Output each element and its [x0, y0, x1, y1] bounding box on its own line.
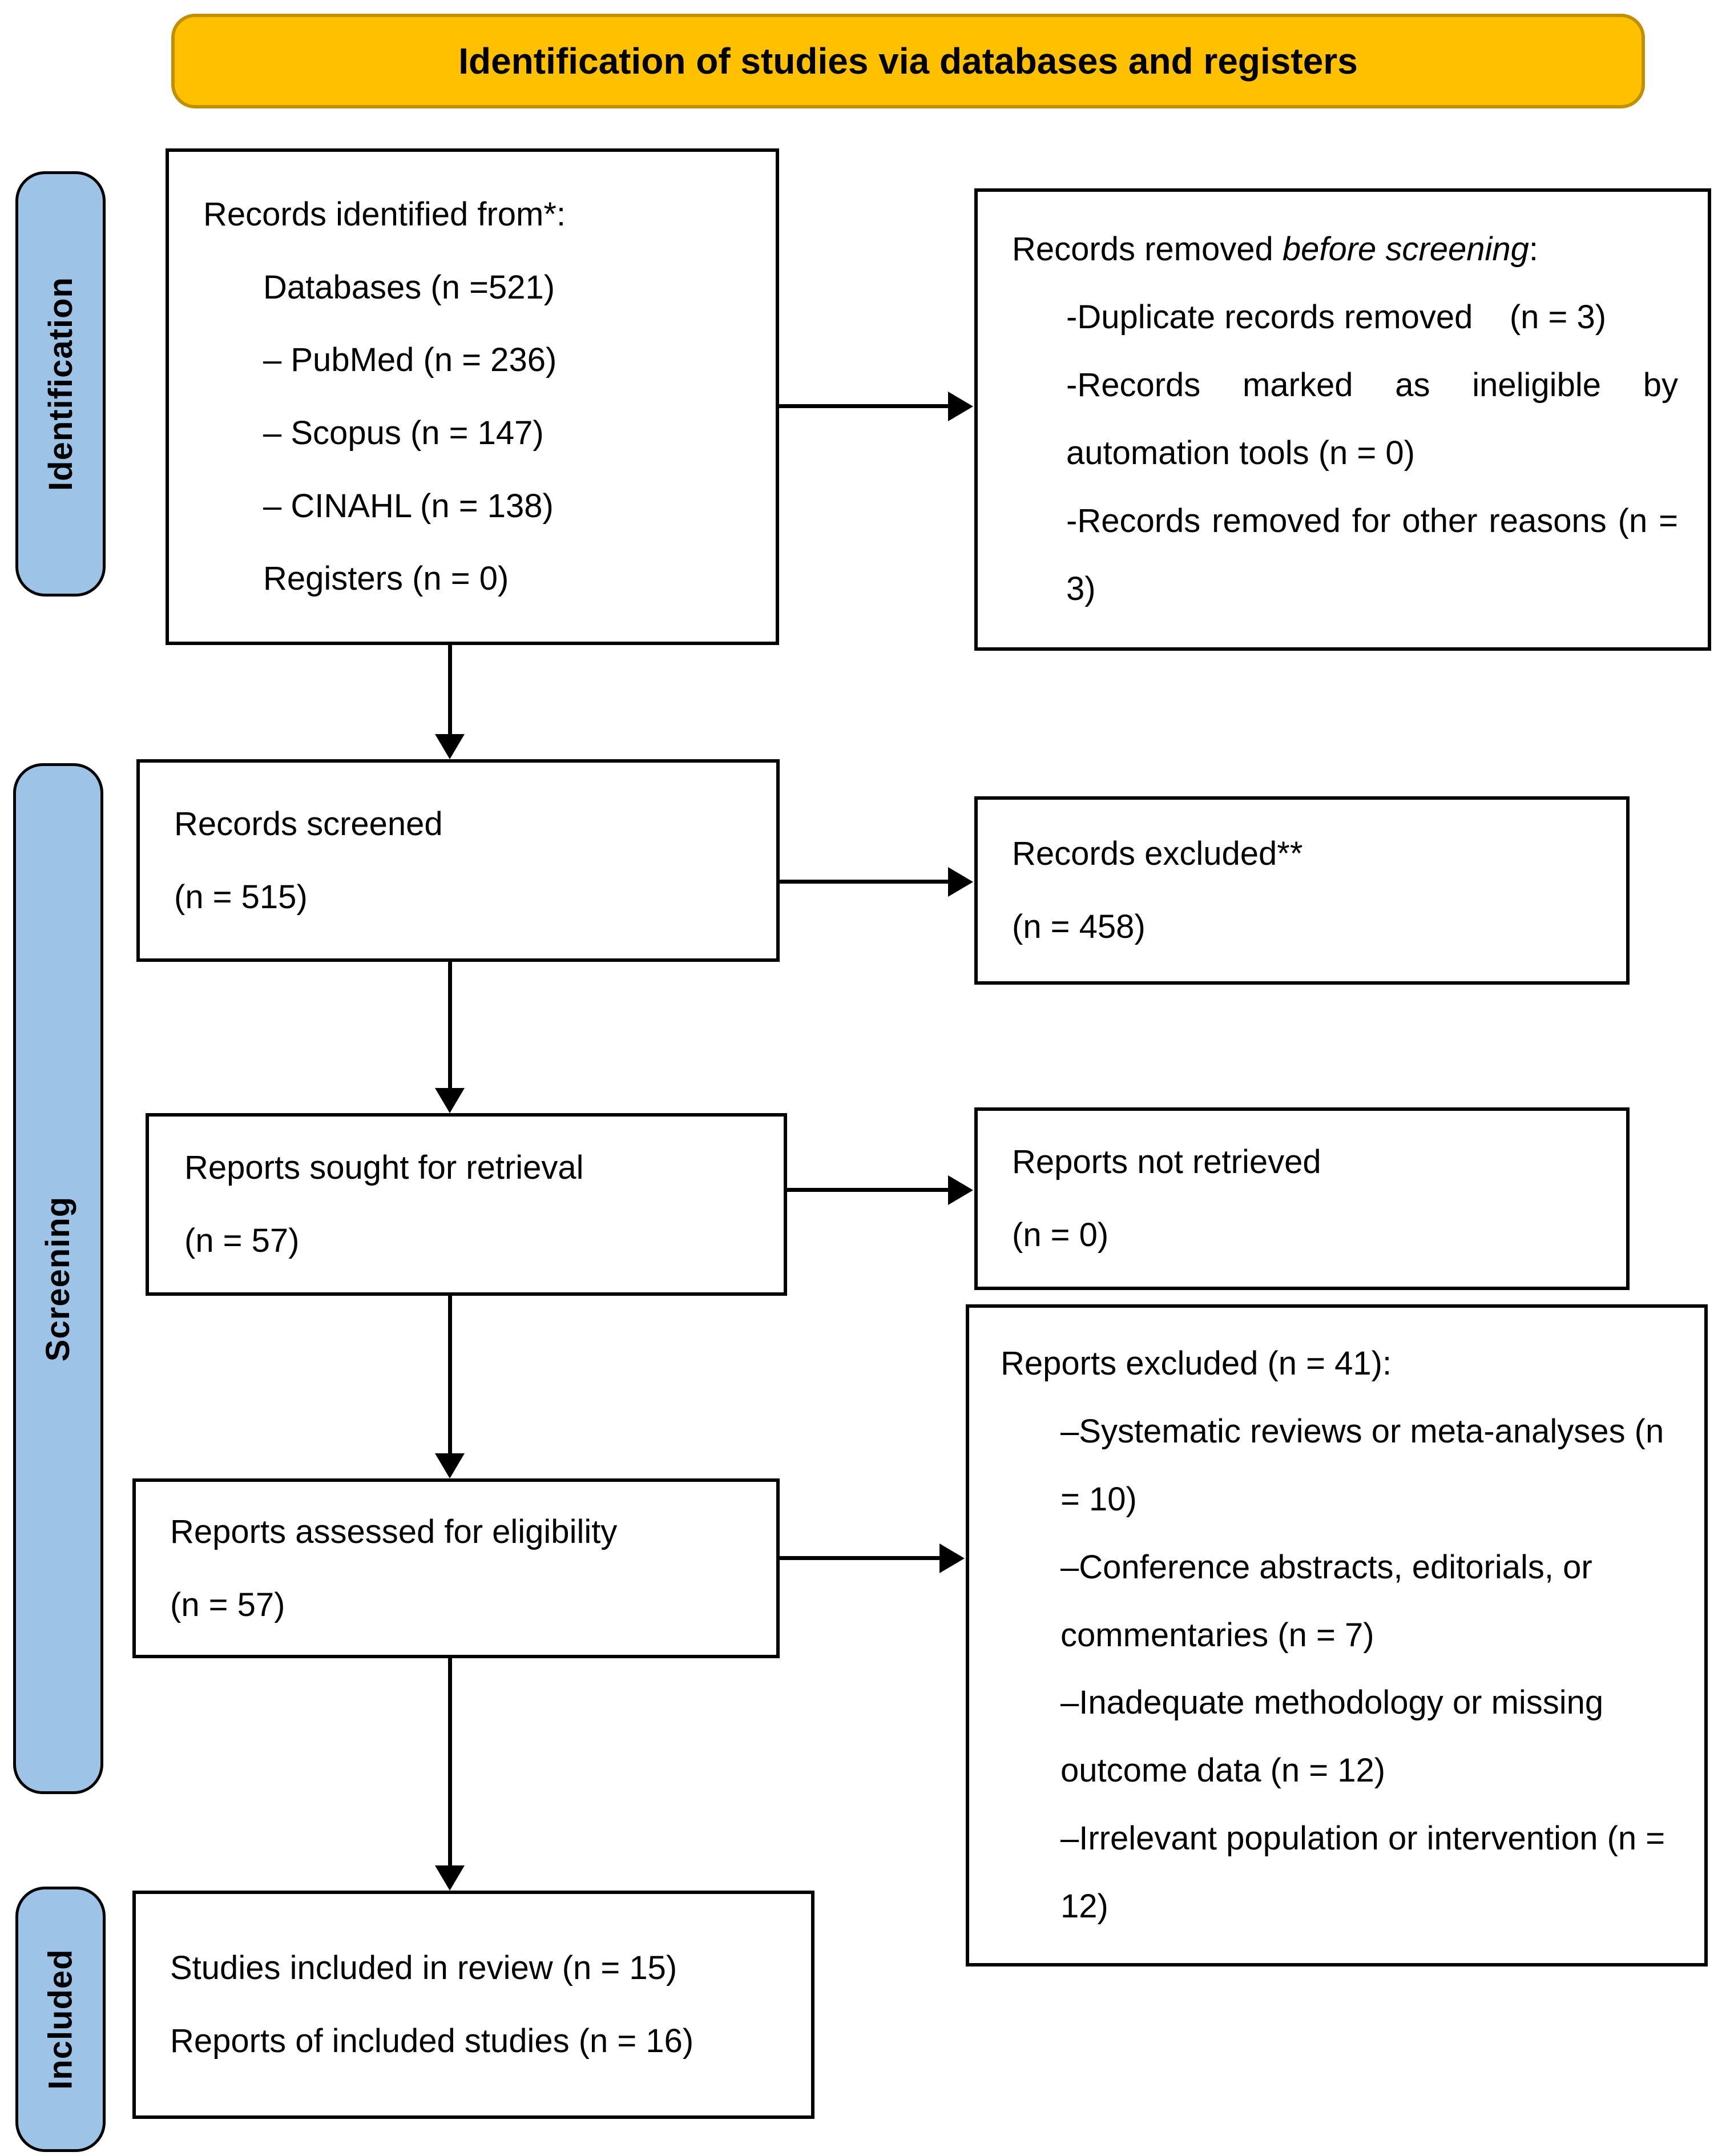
records-removed-title: Records removed before screening: — [1012, 216, 1678, 284]
records-removed-title-italic: before screening — [1282, 231, 1529, 268]
box-records-identified: Records identified from*: Databases (n =… — [166, 148, 779, 645]
box-reports-assessed: Reports assessed for eligibility (n = 57… — [132, 1478, 780, 1658]
arrow-identified-to-removed-line — [778, 404, 950, 408]
records-identified-databases: Databases (n =521) — [263, 268, 555, 306]
records-identified-pubmed: – PubMed (n = 236) — [263, 341, 557, 379]
reports-excluded-inadequate-methodology: –Inadequate methodology or missing outco… — [1060, 1684, 1604, 1790]
reports-of-included-studies: Reports of included studies (n = 16) — [170, 2022, 694, 2060]
arrow-assessed-to-reports-excluded-head-icon — [939, 1544, 965, 1573]
stage-label-identification: Identification — [15, 171, 106, 597]
reports-excluded-conference-abstracts: –Conference abstracts, editorials, or co… — [1060, 1548, 1592, 1654]
box-reports-sought: Reports sought for retrieval (n = 57) — [146, 1113, 787, 1296]
stage-label-included: Included — [15, 1887, 106, 2152]
arrow-assessed-to-reports-excluded-line — [779, 1556, 941, 1560]
box-records-excluded: Records excluded** (n = 458) — [974, 796, 1630, 985]
reports-sought-label: Reports sought for retrieval — [184, 1149, 584, 1187]
arrow-sought-to-assessed-line — [448, 1296, 452, 1454]
records-removed-automation: -Records marked as ineligible by automat… — [1066, 366, 1678, 472]
records-excluded-count: (n = 458) — [1012, 908, 1146, 945]
records-identified-registers: Registers (n = 0) — [263, 560, 509, 598]
records-removed-title-suffix: : — [1529, 231, 1539, 268]
box-records-screened: Records screened (n = 515) — [136, 759, 780, 962]
arrow-screened-to-excluded-line — [779, 880, 949, 884]
arrow-sought-to-not-retrieved-line — [786, 1188, 949, 1192]
reports-assessed-label: Reports assessed for eligibility — [170, 1513, 618, 1550]
arrow-sought-to-not-retrieved-head-icon — [948, 1175, 973, 1205]
box-studies-included: Studies included in review (n = 15) Repo… — [132, 1891, 814, 2119]
reports-sought-count: (n = 57) — [184, 1222, 300, 1259]
reports-excluded-title: Reports excluded (n = 41): — [1001, 1344, 1392, 1382]
reports-excluded-systematic-reviews: –Systematic reviews or meta-analyses (n … — [1060, 1412, 1664, 1518]
arrow-screened-to-sought-head-icon — [435, 1088, 465, 1113]
box-reports-not-retrieved: Reports not retrieved (n = 0) — [974, 1107, 1630, 1290]
arrow-screened-to-sought-line — [448, 962, 452, 1089]
reports-assessed-count: (n = 57) — [170, 1586, 285, 1623]
box-records-removed: Records removed before screening: -Dupli… — [974, 188, 1711, 651]
arrow-identified-to-removed-head-icon — [948, 392, 973, 421]
reports-not-retrieved-label: Reports not retrieved — [1012, 1143, 1321, 1181]
records-screened-label: Records screened — [174, 805, 443, 843]
records-identified-title: Records identified from*: — [203, 196, 566, 233]
arrow-identified-to-screened-head-icon — [435, 734, 465, 759]
arrow-assessed-to-included-line — [448, 1658, 452, 1867]
stage-label-identification-text: Identification — [42, 277, 79, 491]
records-removed-title-prefix: Records removed — [1012, 231, 1283, 268]
reports-not-retrieved-count: (n = 0) — [1012, 1216, 1109, 1254]
records-removed-duplicates: -Duplicate records removed (n = 3) — [1066, 299, 1607, 336]
banner-identification-via-databases: Identification of studies via databases … — [171, 14, 1645, 108]
records-removed-other: -Records removed for other reasons (n = … — [1066, 502, 1678, 607]
records-identified-cinahl: – CINAHL (n = 138) — [263, 487, 554, 525]
banner-title: Identification of studies via databases … — [458, 41, 1358, 82]
arrow-sought-to-assessed-head-icon — [435, 1453, 465, 1478]
records-excluded-label: Records excluded** — [1012, 835, 1303, 873]
arrow-identified-to-screened-line — [448, 645, 452, 735]
stage-label-included-text: Included — [42, 1949, 79, 2090]
arrow-screened-to-excluded-head-icon — [948, 867, 973, 897]
arrow-assessed-to-included-head-icon — [435, 1865, 465, 1891]
records-identified-scopus: – Scopus (n = 147) — [263, 414, 544, 452]
stage-label-screening-text: Screening — [39, 1196, 77, 1361]
stage-label-screening: Screening — [13, 763, 103, 1794]
reports-excluded-irrelevant-population: –Irrelevant population or intervention (… — [1060, 1820, 1665, 1925]
studies-included-review: Studies included in review (n = 15) — [170, 1949, 678, 1987]
records-screened-count: (n = 515) — [174, 878, 308, 916]
box-reports-excluded: Reports excluded (n = 41): –Systematic r… — [966, 1304, 1708, 1966]
